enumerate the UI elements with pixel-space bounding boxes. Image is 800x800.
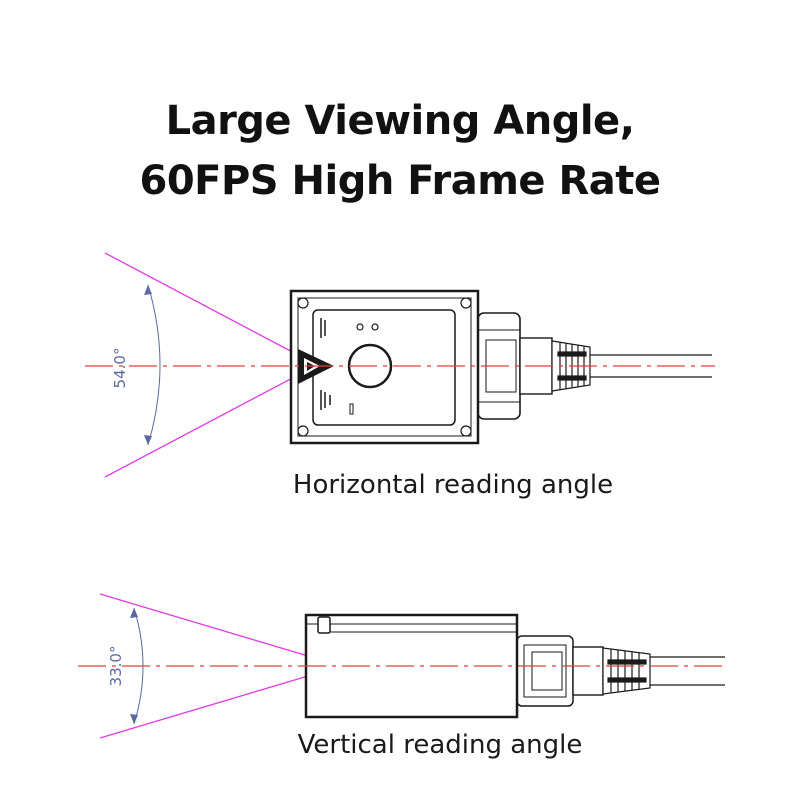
- horizontal-view: 54.0°: [85, 252, 715, 478]
- horizontal-corner-screws: [297, 297, 472, 437]
- vertical-strain-relief: [602, 647, 651, 695]
- vertical-caption: Vertical reading angle: [297, 730, 583, 760]
- horizontal-angle-label: 54.0°: [111, 348, 129, 389]
- title-line-2: 60FPS High Frame Rate: [139, 158, 661, 204]
- vertical-connector-body: [572, 646, 604, 696]
- horizontal-arc-arrow-top: [144, 285, 152, 295]
- horizontal-caption: Horizontal reading angle: [292, 470, 614, 500]
- title-line-1: Large Viewing Angle,: [165, 98, 635, 144]
- horizontal-arc-arrow-bottom: [144, 435, 152, 445]
- horizontal-fov-lower-line: [104, 373, 301, 478]
- vertical-fov-lower-line: [99, 675, 309, 739]
- horizontal-angle-arc: [147, 284, 161, 446]
- horizontal-fov-upper-line: [104, 252, 301, 357]
- vertical-view: 33.0°: [78, 593, 728, 739]
- vertical-arc-arrow-bottom: [130, 714, 138, 724]
- vertical-arc-arrow-top: [130, 608, 138, 618]
- vertical-fov-upper-line: [99, 593, 309, 657]
